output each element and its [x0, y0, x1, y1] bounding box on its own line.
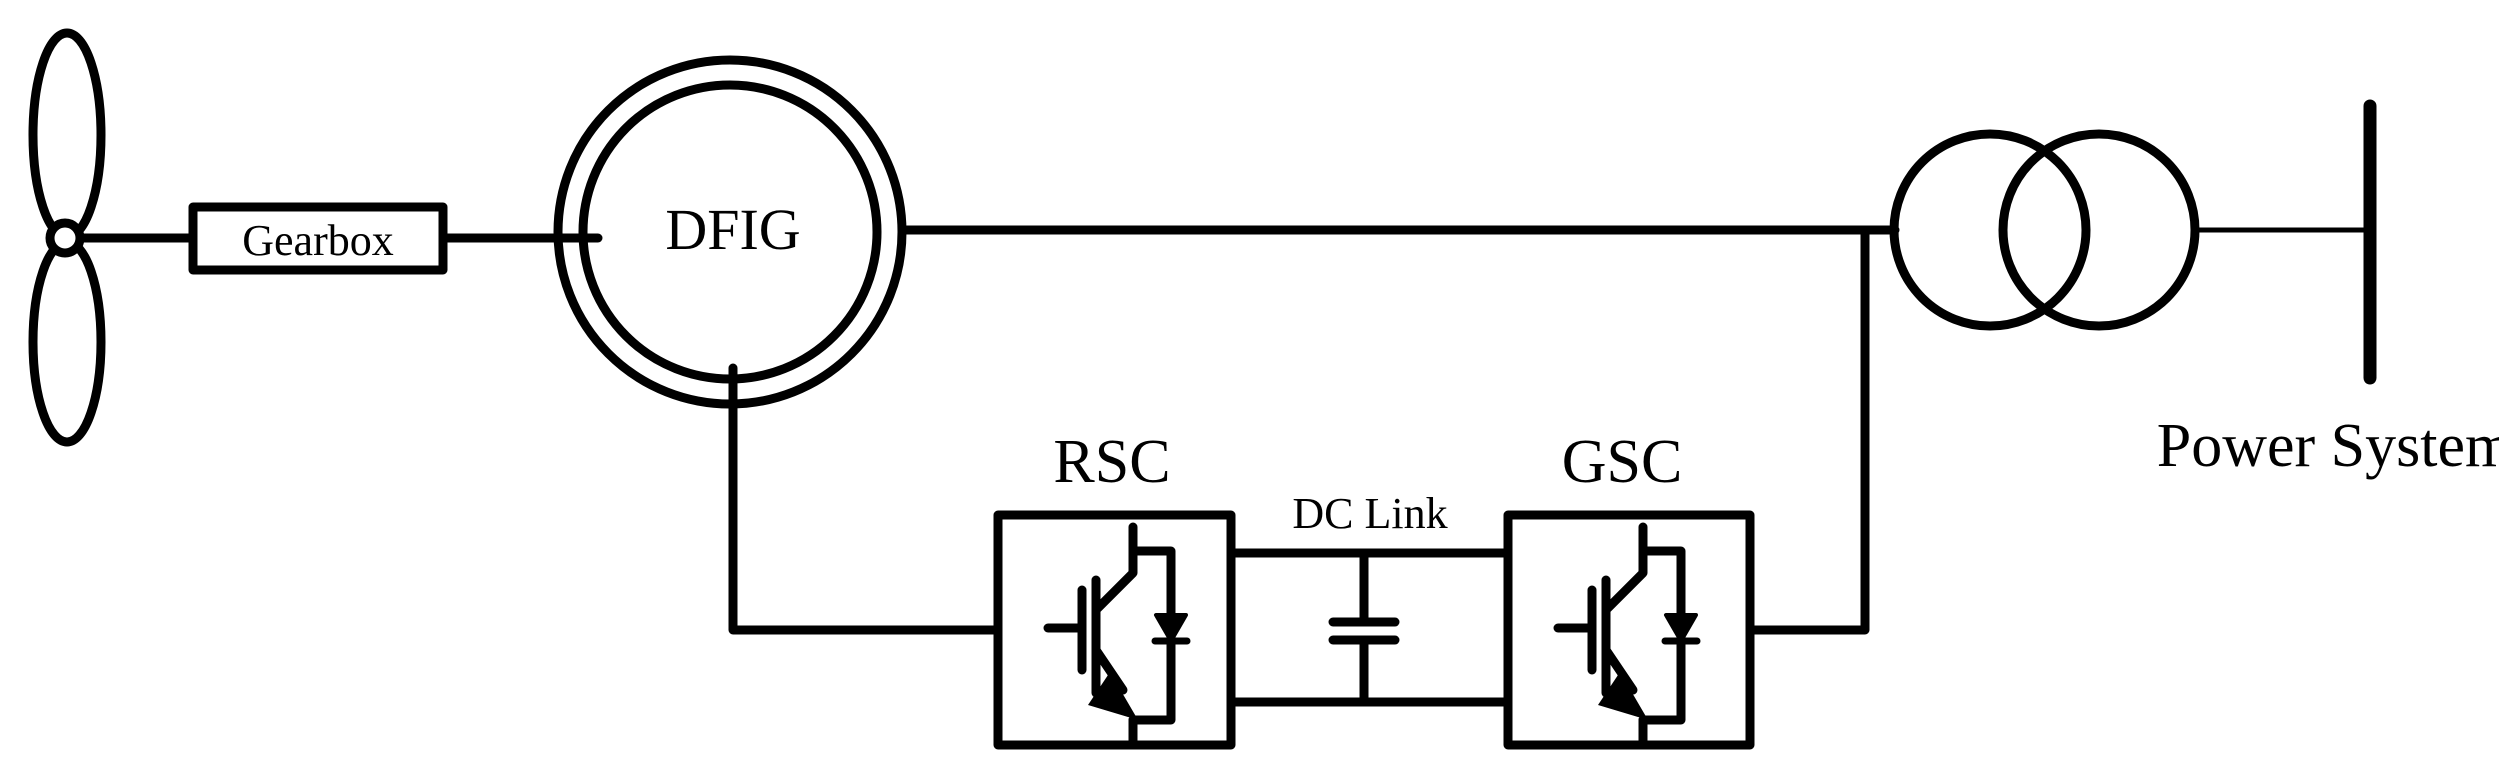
rotor-line	[728, 363, 1003, 635]
igbt-diode-icon	[1043, 522, 1191, 750]
rsc-label: RSC	[1053, 428, 1170, 496]
dc-link-label: DC Link	[1292, 489, 1447, 538]
gsc-label: GSC	[1562, 428, 1683, 496]
capacitor-icon	[1328, 617, 1400, 645]
wind-turbine-rotor-icon	[28, 28, 106, 447]
power-system-label: Power System	[2157, 412, 2499, 480]
dfig-generator: DFIG	[553, 55, 907, 409]
gearbox-label: Gearbox	[242, 216, 394, 265]
dfig-label: DFIG	[665, 197, 800, 262]
dc-link	[1226, 548, 1513, 707]
rsc-converter	[993, 510, 1236, 750]
igbt-diode-icon	[1553, 522, 1701, 750]
gsc-grid-line	[1745, 225, 1870, 635]
gearbox-block: Gearbox	[188, 202, 448, 275]
transformer-icon	[1889, 129, 2200, 331]
gsc-converter	[1503, 510, 1755, 750]
